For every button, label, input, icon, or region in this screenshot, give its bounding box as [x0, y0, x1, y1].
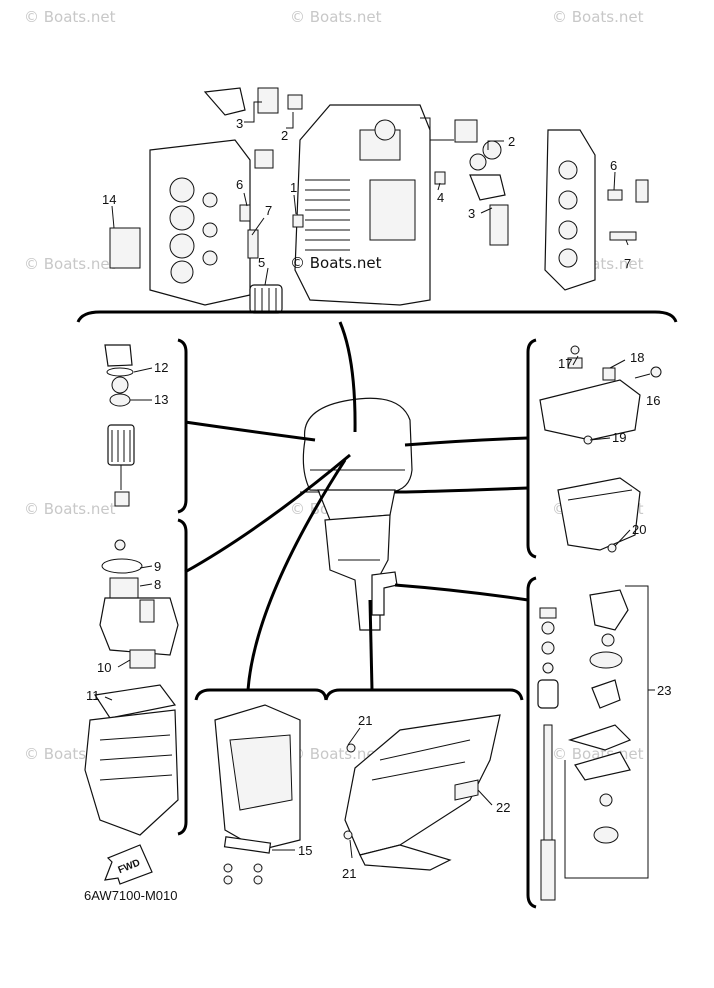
section-brace-right-upper [526, 338, 537, 559]
callout-21: 21 [342, 866, 356, 881]
watermark: © Boats.net [552, 8, 644, 26]
watermark: © Boats.net [24, 255, 116, 273]
section-brace-left-upper [177, 338, 188, 514]
vapor-separator-group: 9 8 10 11 [84, 539, 179, 836]
callout-6: 6 [610, 158, 617, 173]
bracket-group: 15 [214, 704, 312, 885]
block-fins [305, 179, 350, 251]
callout-19: 19 [612, 430, 626, 445]
callout-4: 4 [437, 190, 444, 205]
callout-8: 8 [154, 577, 161, 592]
callout-20: 20 [632, 522, 646, 537]
watermark: © Boats.net [290, 8, 382, 26]
callout-5: 5 [258, 255, 265, 270]
callout-2: 2 [508, 134, 515, 149]
center-watermark: © Boats.net [290, 254, 382, 272]
callout-21: 21 [358, 713, 372, 728]
lower-unit-group: 21 21 22 [342, 713, 510, 881]
callout-13: 13 [154, 392, 168, 407]
callout-14: 14 [102, 192, 116, 207]
section-brace-bottom-left [194, 688, 328, 701]
callout-17: 17 [558, 356, 572, 371]
callout-16: 16 [646, 393, 660, 408]
callout-1: 1 [290, 180, 297, 195]
callout-15: 15 [298, 843, 312, 858]
outboard-silhouette [300, 397, 413, 631]
diagram-code: 6AW7100-M010 [84, 888, 178, 903]
connector-lines [184, 321, 529, 691]
callout-23: 23 [657, 683, 671, 698]
section-brace-top [76, 310, 678, 323]
callout-12: 12 [154, 360, 168, 375]
callout-3: 3 [236, 116, 243, 131]
fuel-filter-group: 12 13 [104, 344, 168, 507]
section-brace-left-lower [177, 518, 188, 836]
watermark: © Boats.net [24, 500, 116, 518]
water-pump-group: 23 [537, 585, 671, 901]
watermark: © Boats.net [24, 8, 116, 26]
fwd-arrow-icon: FWD [104, 844, 153, 885]
callout-10: 10 [97, 660, 111, 675]
engine-block-group: 1 2 2 3 3 4 5 6 6 7 7 14 [102, 87, 649, 314]
watermark: © Boats.net [290, 745, 382, 763]
section-brace-bottom-right [324, 688, 524, 701]
callout-2: 2 [281, 128, 288, 143]
callout-7: 7 [624, 256, 631, 271]
callout-7: 7 [265, 203, 272, 218]
oil-pan-group: 17 18 16 19 20 [539, 345, 662, 553]
callout-11: 11 [86, 688, 100, 703]
callout-3: 3 [468, 206, 475, 221]
callout-9: 9 [154, 559, 161, 574]
callout-18: 18 [630, 350, 644, 365]
section-brace-right-lower [526, 576, 537, 909]
callout-22: 22 [496, 800, 510, 815]
callout-6: 6 [236, 177, 243, 192]
